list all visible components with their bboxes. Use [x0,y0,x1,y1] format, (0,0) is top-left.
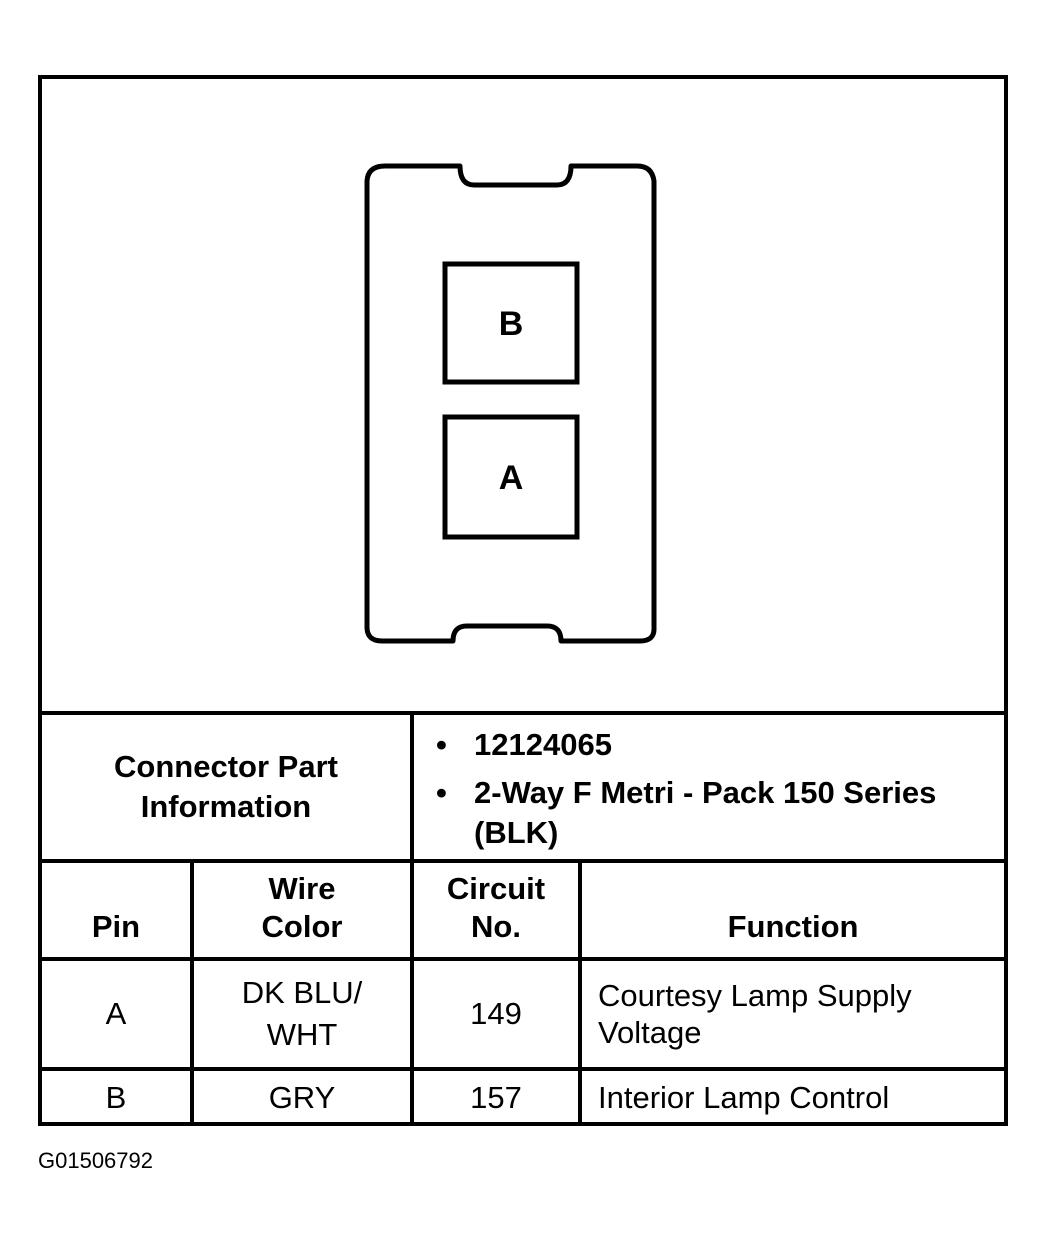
connector-face-drawing: B A [364,163,657,644]
table-row: B GRY 157 Interior Lamp Control [42,1067,1005,1124]
header-circuit-no: Circuit No. [410,859,583,961]
part-info-label: Connector Part Information [42,711,415,863]
pin-label-b: B [499,305,524,343]
row-b-wire-color: GRY [189,1067,415,1124]
connector-info-table: Connector Part Information • 12124065 • … [42,711,1005,1124]
part-info-list: • 12124065 • 2-Way F Metri - Pack 150 Se… [414,725,1004,854]
pin-cavity-b [442,261,580,385]
row-a-function: Courtesy Lamp Supply Voltage [578,957,1005,1071]
part-number-item: • 12124065 [436,725,1004,765]
header-function: Function [578,859,1005,961]
pin-label-a: A [499,459,524,497]
diagram-frame: B A Connector Part Information • 1212406… [38,75,1008,1126]
bullet-icon: • [436,774,447,810]
row-a-circuit: 149 [410,957,583,1071]
connector-type-item: • 2-Way F Metri - Pack 150 Series (BLK) [436,774,937,851]
row-b-circuit: 157 [410,1067,583,1124]
connector-diagram-area: B A [42,79,1004,711]
figure-id-label: G01506792 [38,1148,153,1173]
part-info-row: Connector Part Information • 12124065 • … [42,711,1005,863]
row-a-pin: A [42,957,194,1071]
row-a-wire-color: DK BLU/ WHT [189,957,415,1071]
row-b-function: Interior Lamp Control [578,1067,1005,1124]
row-b-pin: B [42,1067,194,1124]
header-wire-color: Wire Color [189,859,415,961]
header-pin: Pin [42,859,194,961]
table-row: A DK BLU/ WHT 149 Courtesy Lamp Supply V… [42,957,1005,1071]
part-info-values: • 12124065 • 2-Way F Metri - Pack 150 Se… [410,711,1005,863]
table-header-row: Pin Wire Color Circuit No. Function [42,859,1005,961]
bullet-icon: • [436,726,447,762]
pin-cavity-a [442,414,580,540]
connector-housing-outline [364,163,657,644]
